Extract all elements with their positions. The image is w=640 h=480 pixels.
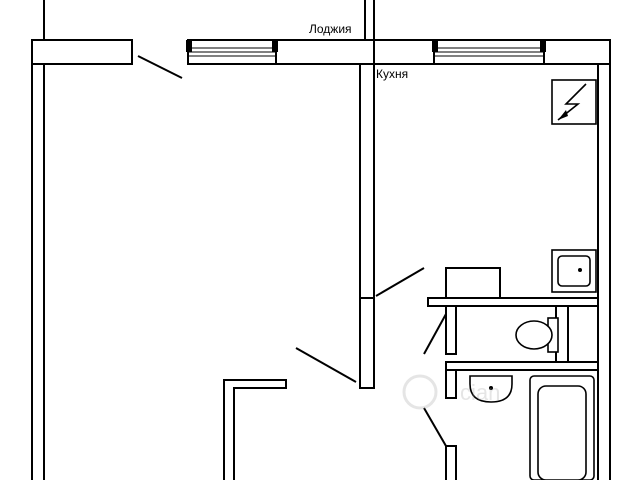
toilet-door-leaf: [423, 313, 447, 355]
room-label-kitchen: Кухня: [376, 67, 408, 81]
living-door-leaf: [295, 347, 357, 383]
window-living: [186, 39, 278, 65]
wet-zone-walls: [427, 267, 599, 480]
stove-icon: [551, 79, 597, 125]
watermark-icon: cian: [402, 374, 500, 410]
window-kitchen: [432, 39, 546, 65]
bath-door-leaf: [423, 407, 447, 447]
svg-text:cian: cian: [460, 380, 500, 405]
kitchen-sink-icon: [551, 249, 597, 293]
toilet-icon: [515, 317, 559, 353]
room-label-loggia: Лоджия: [309, 22, 352, 36]
partition-living-kitchen: [359, 63, 375, 389]
loggia-door-leaf: [137, 55, 183, 79]
hall-wall: [223, 379, 287, 480]
top-wall: [31, 39, 611, 65]
kitchen-door-leaf: [375, 267, 425, 297]
washbasin-icon: [469, 375, 513, 403]
bathtub-icon: [529, 375, 595, 480]
outer-walls: [31, 63, 611, 480]
